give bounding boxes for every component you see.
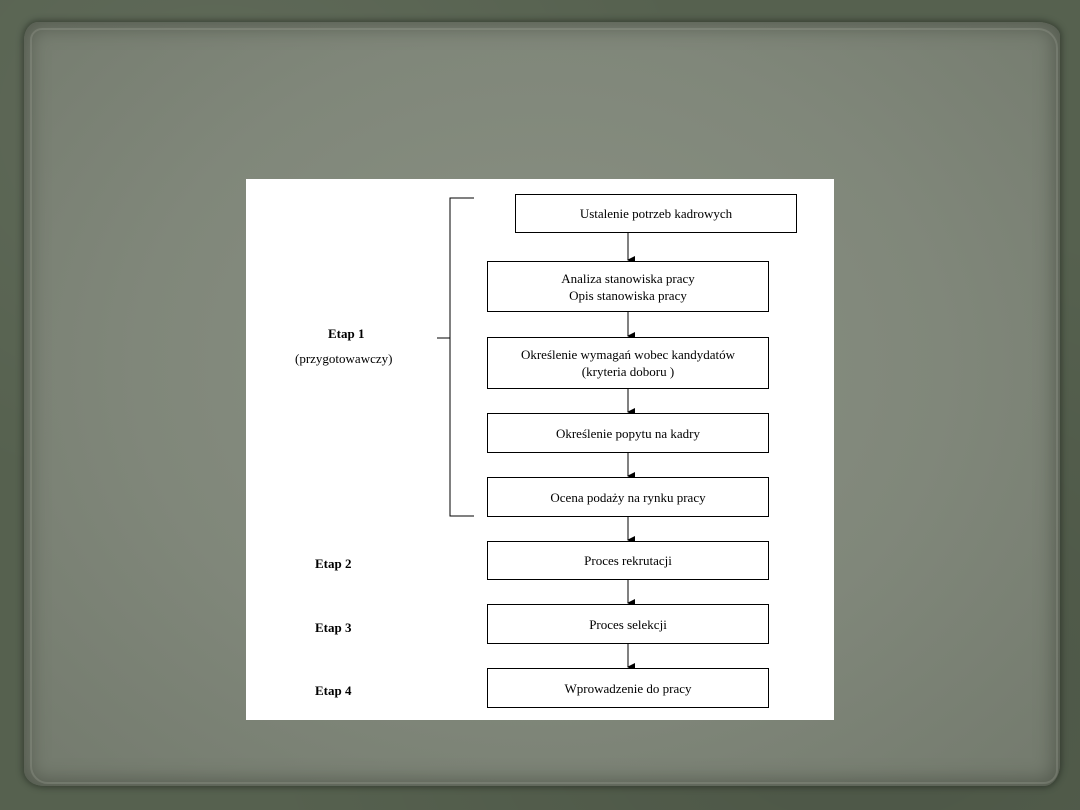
step-text-line2: (kryteria doboru ) [581, 364, 675, 379]
etap1-label: Etap 1 [328, 326, 365, 341]
step-okreslenie-wymagan: Określenie wymagań wobec kandydatów (kry… [487, 337, 769, 389]
step-text: Określenie popytu na kadry [555, 425, 701, 441]
step-text: Wprowadzenie do pracy [564, 680, 692, 696]
etap2-label: Etap 2 [315, 556, 352, 571]
step-proces-rekrutacji: Proces rekrutacji [487, 541, 769, 580]
step-analiza-stanowiska: Analiza stanowiska pracy Opis stanowiska… [487, 261, 769, 312]
diagram-connectors [437, 197, 635, 671]
step-ocena-podazy: Ocena podaży na rynku pracy [487, 477, 769, 517]
step-wprowadzenie-do-pracy: Wprowadzenie do pracy [487, 668, 769, 708]
step-text: Ustalenie potrzeb kadrowych [579, 206, 733, 221]
step-okreslenie-popytu: Określenie popytu na kadry [487, 413, 769, 453]
step-proces-selekcji: Proces selekcji [487, 604, 769, 644]
step-text-line1: Określenie wymagań wobec kandydatów [520, 347, 736, 362]
etap1-bracket [449, 197, 474, 517]
etap3-label: Etap 3 [315, 620, 352, 635]
recruitment-process-diagram: Etap 1 (przygotowawczy) Etap 2 Etap 3 Et… [246, 179, 834, 720]
step-ustalenie-potrzeb-kadrowych: Ustalenie potrzeb kadrowych [515, 194, 797, 233]
etap4-label: Etap 4 [315, 683, 352, 698]
step-text: Proces rekrutacji [584, 553, 672, 568]
step-text: Proces selekcji [589, 616, 667, 632]
step-text-line2: Opis stanowiska pracy [569, 287, 687, 303]
etap1-sublabel: (przygotowawczy) [295, 351, 393, 366]
step-text: Ocena podaży na rynku pracy [550, 489, 706, 505]
step-text-line1: Analiza stanowiska pracy [561, 270, 695, 286]
